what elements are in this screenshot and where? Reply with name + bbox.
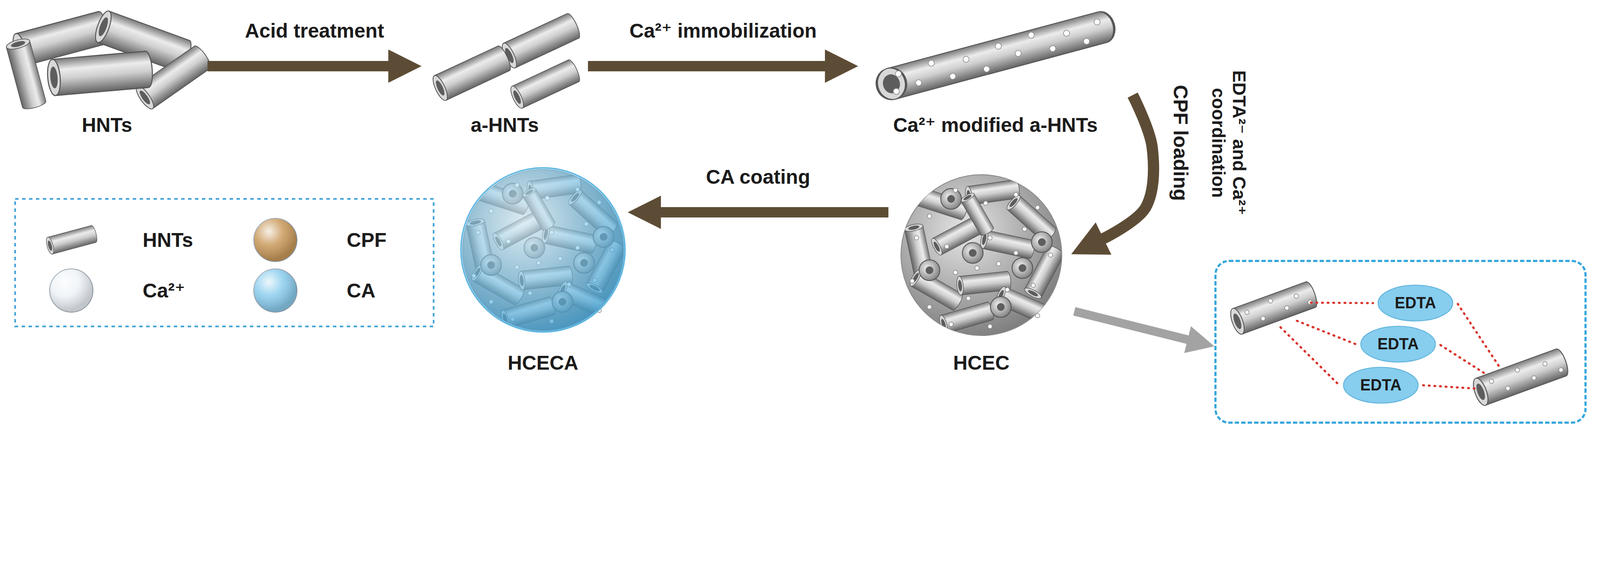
- legend-sample: [247, 264, 304, 317]
- legend-label: CPF: [346, 228, 387, 252]
- step-label: EDTA²⁻ and Ca²⁺ coordination: [1207, 51, 1250, 234]
- legend-label: HNTs: [142, 228, 194, 252]
- swatch-shine: [49, 268, 93, 313]
- node-label: EDTA: [1394, 293, 1436, 312]
- a-hnts-illustration: [430, 12, 582, 111]
- process-arrow: [587, 60, 827, 72]
- ellipse-shape: [1343, 367, 1419, 404]
- node-label: Ca²⁺ modified a-HNTs: [893, 113, 1098, 137]
- ellipse-shape: [1378, 285, 1454, 322]
- inset-tubes: [1227, 280, 1571, 408]
- legend-sample: [43, 264, 100, 317]
- legend-item: CPF: [247, 213, 387, 266]
- edta-ellipse: EDTA: [1376, 283, 1455, 323]
- process-arrow: [1101, 95, 1154, 240]
- node-label: HCECA: [507, 351, 579, 375]
- node-label: EDTA: [1377, 335, 1419, 353]
- hnts-illustration: [5, 9, 214, 112]
- legend-swatch: [253, 268, 298, 313]
- legend-label: CA: [346, 279, 376, 303]
- edta-ellipse: EDTA: [1341, 365, 1420, 405]
- inset-panel: EDTA EDTA EDTA: [1214, 259, 1587, 424]
- ca-modified-tube-illustration: [873, 9, 1118, 103]
- legend-swatch: [49, 268, 93, 313]
- legend-sample: [43, 213, 100, 266]
- process-arrow: [207, 60, 390, 72]
- node-label: a-HNTs: [470, 113, 540, 137]
- step-label: Ca²⁺ immobilization: [629, 19, 817, 43]
- step-label: Acid treatment: [244, 19, 384, 43]
- sample-node: Ca²⁺ modified a-HNTs: [858, 4, 1133, 143]
- swatch-shine: [253, 218, 298, 262]
- sample-node: a-HNTs: [421, 4, 588, 143]
- sample-node: HNTs: [6, 4, 208, 143]
- legend-item: CA: [247, 264, 376, 317]
- ellipse-shape: [1360, 326, 1436, 363]
- process-arrow: [659, 207, 889, 218]
- node-label: HCEC: [953, 351, 1010, 375]
- process-arrow: [1074, 311, 1189, 340]
- tube-symbol: [44, 224, 99, 256]
- edta-ellipse: EDTA: [1359, 324, 1438, 364]
- swatch-shine: [253, 268, 298, 313]
- legend-item: HNTs: [43, 213, 194, 266]
- sample-node: HCECA: [458, 166, 628, 381]
- legend-sample: [247, 213, 304, 266]
- legend-frame: [15, 198, 434, 327]
- hcec-sphere-illustration: [900, 174, 1066, 336]
- step-label: CA coating: [705, 165, 811, 189]
- node-label: HNTs: [81, 113, 133, 137]
- node-label: EDTA: [1360, 376, 1402, 394]
- step-label: CPF loading: [1168, 84, 1192, 201]
- legend-label: Ca²⁺: [142, 279, 186, 303]
- legend-swatch: [253, 218, 298, 262]
- sample-node: HCEC: [888, 168, 1075, 381]
- hceca-sphere-illustration: [460, 167, 627, 333]
- legend-item: Ca²⁺: [43, 264, 186, 317]
